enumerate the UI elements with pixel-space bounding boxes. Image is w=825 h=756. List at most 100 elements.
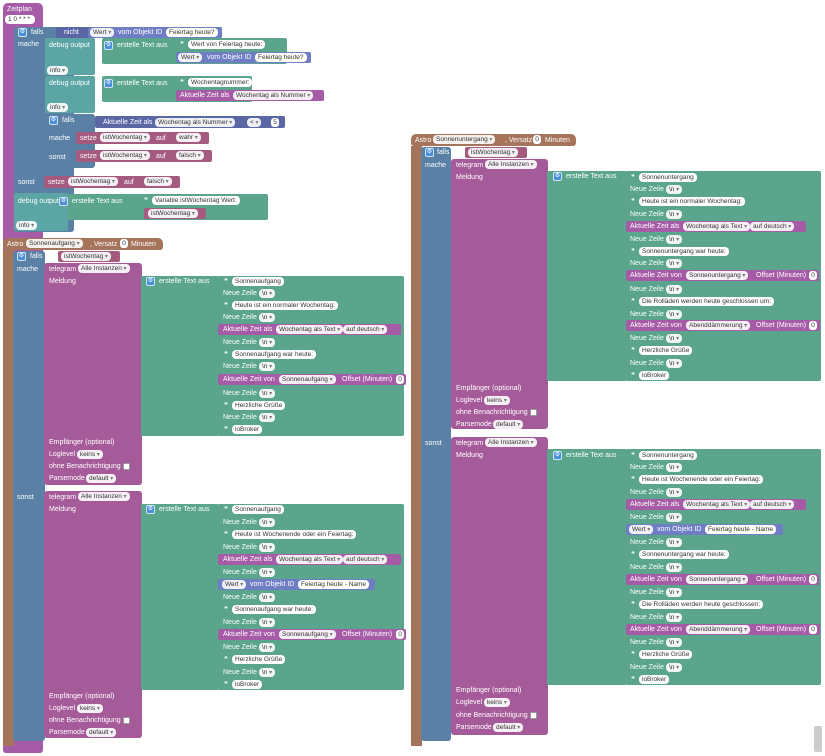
create-text-block-sunset-else[interactable] bbox=[547, 449, 627, 685]
text-was-today[interactable]: Sonnenuntergang war heute: bbox=[639, 550, 729, 559]
loglevel-dropdown[interactable]: keins bbox=[484, 396, 510, 405]
if-block-weekday-sunrise[interactable] bbox=[13, 251, 45, 741]
language-dropdown[interactable]: auf deutsch bbox=[343, 325, 388, 334]
value-block[interactable] bbox=[88, 27, 222, 38]
time-format-dropdown[interactable]: Wochentag als Text bbox=[276, 325, 344, 334]
var-dropdown[interactable]: istWochentag bbox=[148, 209, 198, 218]
silent-checkbox[interactable] bbox=[123, 717, 130, 724]
value-dropdown[interactable]: Wert bbox=[629, 525, 654, 534]
gear-icon[interactable]: ⚙ bbox=[49, 116, 58, 125]
debug-level-dropdown[interactable]: info bbox=[47, 66, 69, 75]
gear-icon[interactable]: ⚙ bbox=[146, 277, 155, 286]
offset-input[interactable]: 0 bbox=[809, 575, 817, 584]
newline-dropdown[interactable]: \n bbox=[259, 338, 276, 347]
loglevel-dropdown[interactable]: keins bbox=[77, 704, 103, 713]
loglevel-dropdown[interactable]: keins bbox=[77, 450, 103, 459]
newline-dropdown[interactable]: \n bbox=[666, 259, 683, 268]
operator-dropdown[interactable]: < bbox=[247, 118, 262, 127]
value-dropdown[interactable]: Wert bbox=[222, 580, 247, 589]
var-dropdown[interactable]: istWochentag bbox=[61, 252, 111, 261]
gear-icon[interactable]: ⚙ bbox=[425, 148, 434, 157]
newline-dropdown[interactable]: \n bbox=[259, 413, 276, 422]
silent-checkbox[interactable] bbox=[123, 463, 130, 470]
silent-checkbox[interactable] bbox=[530, 712, 537, 719]
value-dropdown[interactable]: Wert bbox=[90, 28, 115, 37]
astro-event-dropdown[interactable]: Sonnenuntergang bbox=[686, 575, 749, 584]
newline-dropdown[interactable]: \n bbox=[666, 613, 683, 622]
newline-dropdown[interactable]: \n bbox=[666, 563, 683, 572]
newline-dropdown[interactable]: \n bbox=[259, 518, 276, 527]
gear-icon[interactable]: ⚙ bbox=[59, 197, 68, 206]
value-block[interactable] bbox=[626, 524, 783, 535]
text-sunrise[interactable]: Sonnenaufgang bbox=[232, 277, 284, 286]
newline-dropdown[interactable]: \n bbox=[666, 359, 683, 368]
text-was-today[interactable]: Sonnenaufgang war heute: bbox=[232, 605, 317, 614]
text-sunrise[interactable]: Sonnenaufgang bbox=[232, 505, 284, 514]
newline-dropdown[interactable]: \n bbox=[666, 663, 683, 672]
newline-dropdown[interactable]: \n bbox=[666, 185, 683, 194]
text-sender[interactable]: ioBroker bbox=[232, 680, 263, 689]
time-format-dropdown[interactable]: Wochentag als Text bbox=[276, 555, 344, 564]
newline-dropdown[interactable]: \n bbox=[259, 389, 276, 398]
instance-dropdown[interactable]: Alle Instanzen bbox=[485, 438, 537, 447]
newline-dropdown[interactable]: \n bbox=[666, 210, 683, 219]
time-format-dropdown[interactable]: Wochentag als Text bbox=[683, 222, 751, 231]
text-greeting[interactable]: Herzliche Grüße bbox=[639, 346, 693, 355]
instance-dropdown[interactable]: Alle Instanzen bbox=[78, 264, 130, 273]
silent-checkbox[interactable] bbox=[530, 409, 537, 416]
gear-icon[interactable]: ⚙ bbox=[553, 451, 562, 460]
object-id-holiday[interactable]: Feiertag heute? bbox=[255, 53, 307, 62]
newline-dropdown[interactable]: \n bbox=[259, 618, 276, 627]
telegram-block-sunset-do[interactable] bbox=[451, 159, 548, 429]
text-variable[interactable]: Variable istWochentag Wert: bbox=[152, 196, 240, 205]
newline-dropdown[interactable]: \n bbox=[259, 289, 276, 298]
text-sunset[interactable]: Sonnenuntergang bbox=[639, 173, 697, 182]
newline-dropdown[interactable]: \n bbox=[666, 638, 683, 647]
gear-icon[interactable]: ⚙ bbox=[146, 505, 155, 514]
language-dropdown[interactable]: auf deutsch bbox=[343, 555, 388, 564]
text-was-today[interactable]: Sonnenaufgang war heute: bbox=[232, 350, 317, 359]
text-greeting[interactable]: Herzliche Grüße bbox=[232, 401, 286, 410]
offset-input[interactable]: 0 bbox=[396, 630, 404, 639]
newline-dropdown[interactable]: \n bbox=[259, 313, 276, 322]
newline-dropdown[interactable]: \n bbox=[259, 668, 276, 677]
text-normal-day[interactable]: Heute ist ein normaler Wochentag: bbox=[232, 301, 338, 310]
astro-event-dropdown[interactable]: Abenddämmerung bbox=[686, 321, 751, 330]
time-format-dropdown[interactable]: Wochentag als Nummer bbox=[155, 118, 236, 127]
loglevel-dropdown[interactable]: keins bbox=[484, 698, 510, 707]
newline-dropdown[interactable]: \n bbox=[666, 513, 683, 522]
instance-dropdown[interactable]: Alle Instanzen bbox=[485, 160, 537, 169]
bool-dropdown-true[interactable]: wahr bbox=[176, 133, 201, 142]
language-dropdown[interactable]: auf deutsch bbox=[750, 500, 795, 509]
create-text-block-sunrise-else[interactable] bbox=[141, 504, 219, 690]
object-id-holiday-name[interactable]: Feiertag heute - Name bbox=[298, 580, 370, 589]
var-dropdown[interactable]: istWochentag bbox=[100, 133, 150, 142]
offset-input[interactable]: 0 bbox=[120, 239, 128, 248]
astro-event-dropdown[interactable]: Sonnenaufgang bbox=[26, 239, 83, 248]
newline-dropdown[interactable]: \n bbox=[666, 588, 683, 597]
text-sender[interactable]: ioBroker bbox=[639, 371, 670, 380]
telegram-block-sunset-else[interactable] bbox=[451, 437, 548, 735]
parsemode-dropdown[interactable]: default bbox=[86, 728, 117, 737]
parsemode-dropdown[interactable]: default bbox=[493, 723, 524, 732]
astro-event-dropdown[interactable]: Abenddämmerung bbox=[686, 625, 751, 634]
astro-event-dropdown[interactable]: Sonnenaufgang bbox=[279, 630, 336, 639]
trash-icon[interactable] bbox=[814, 726, 822, 752]
offset-input[interactable]: 0 bbox=[809, 271, 817, 280]
if-block-weekday-sunset[interactable] bbox=[421, 147, 451, 741]
number-five[interactable]: 5 bbox=[271, 118, 279, 127]
text-sunset[interactable]: Sonnenuntergang bbox=[639, 451, 697, 460]
astro-event-dropdown[interactable]: Sonnenuntergang bbox=[433, 135, 496, 144]
time-format-dropdown[interactable]: Wochentag als Nummer bbox=[233, 91, 314, 100]
create-text-block-sunset-do[interactable] bbox=[547, 171, 627, 381]
newline-dropdown[interactable]: \n bbox=[666, 310, 683, 319]
newline-dropdown[interactable]: \n bbox=[259, 568, 276, 577]
text-closing[interactable]: Die Rolläden werden heute geschlossen: bbox=[639, 600, 764, 609]
newline-dropdown[interactable]: \n bbox=[259, 593, 276, 602]
newline-dropdown[interactable]: \n bbox=[666, 334, 683, 343]
text-holiday[interactable]: Wert von Feiertag heute: bbox=[188, 40, 266, 49]
text-weekend-day[interactable]: Heute ist Wochenende oder ein Feiertag: bbox=[232, 530, 357, 539]
var-dropdown[interactable]: istWochentag bbox=[100, 151, 150, 160]
newline-dropdown[interactable]: \n bbox=[666, 463, 683, 472]
newline-dropdown[interactable]: \n bbox=[259, 643, 276, 652]
